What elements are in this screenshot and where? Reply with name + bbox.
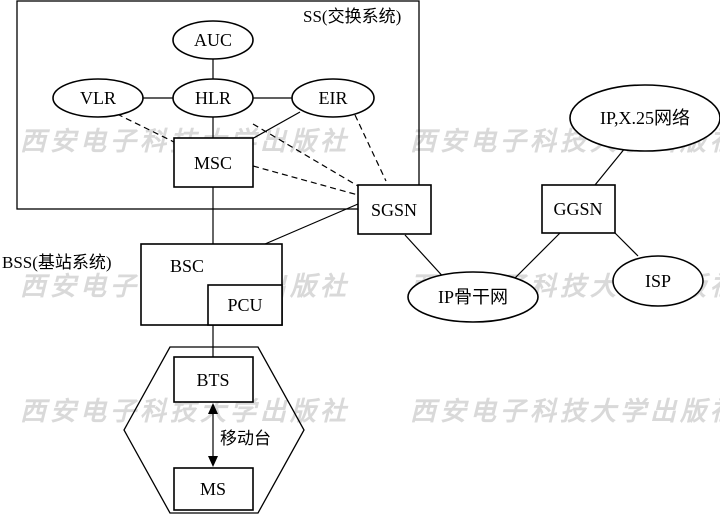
node-ip-backbone-label: IP骨干网 — [438, 287, 508, 307]
node-hlr[interactable]: HLR — [172, 78, 254, 118]
bts-ms-arrow — [208, 403, 218, 467]
node-ip-backbone[interactable]: IP骨干网 — [407, 271, 539, 323]
connection-lines — [116, 58, 639, 357]
node-vlr[interactable]: VLR — [52, 78, 144, 118]
ms-group-label: 移动台 — [220, 429, 271, 448]
link-hlr-sgsn-dashed — [252, 123, 359, 187]
node-ggsn[interactable]: GGSN — [541, 184, 616, 234]
link-eir-sgsn-dashed — [354, 114, 387, 182]
node-pcu-label: PCU — [227, 295, 262, 315]
node-msc[interactable]: MSC — [173, 137, 254, 188]
ss-frame — [16, 0, 420, 210]
node-auc[interactable]: AUC — [172, 20, 254, 60]
ss-label: SS(交换系统) — [303, 7, 401, 26]
node-sgsn-label: SGSN — [371, 200, 417, 220]
node-bsc-label: BSC — [170, 256, 204, 276]
link-ggsn-isp — [614, 232, 639, 257]
node-msc-label: MSC — [194, 153, 232, 173]
bss-label: BSS(基站系统) — [2, 253, 112, 272]
node-ipx25-label: IP,X.25网络 — [600, 108, 690, 128]
link-eir-msc — [249, 111, 301, 141]
node-bts-label: BTS — [196, 370, 229, 390]
link-bsc-sgsn — [264, 203, 359, 245]
link-msc-sgsn-dashed — [252, 165, 359, 196]
node-bts[interactable]: BTS — [173, 356, 254, 403]
node-vlr-label: VLR — [80, 88, 116, 108]
node-ipx25[interactable]: IP,X.25网络 — [569, 84, 720, 152]
node-hlr-label: HLR — [195, 88, 231, 108]
node-isp-label: ISP — [645, 271, 671, 291]
link-ip-ggsn — [511, 232, 561, 282]
node-ms-label: MS — [200, 479, 226, 499]
ms-hexagon — [123, 346, 305, 514]
node-pcu[interactable]: PCU — [207, 284, 283, 326]
node-isp[interactable]: ISP — [612, 255, 704, 307]
link-vlr-msc-dashed — [116, 113, 175, 143]
node-sgsn[interactable]: SGSN — [357, 184, 432, 235]
watermark-text: 西安电子科技大学出版社 — [410, 397, 720, 427]
node-ms[interactable]: MS — [173, 467, 254, 511]
node-eir[interactable]: EIR — [291, 78, 375, 118]
node-eir-label: EIR — [319, 88, 348, 108]
link-sgsn-ip — [404, 234, 448, 282]
node-auc-label: AUC — [194, 30, 232, 50]
node-ggsn-label: GGSN — [553, 199, 602, 219]
